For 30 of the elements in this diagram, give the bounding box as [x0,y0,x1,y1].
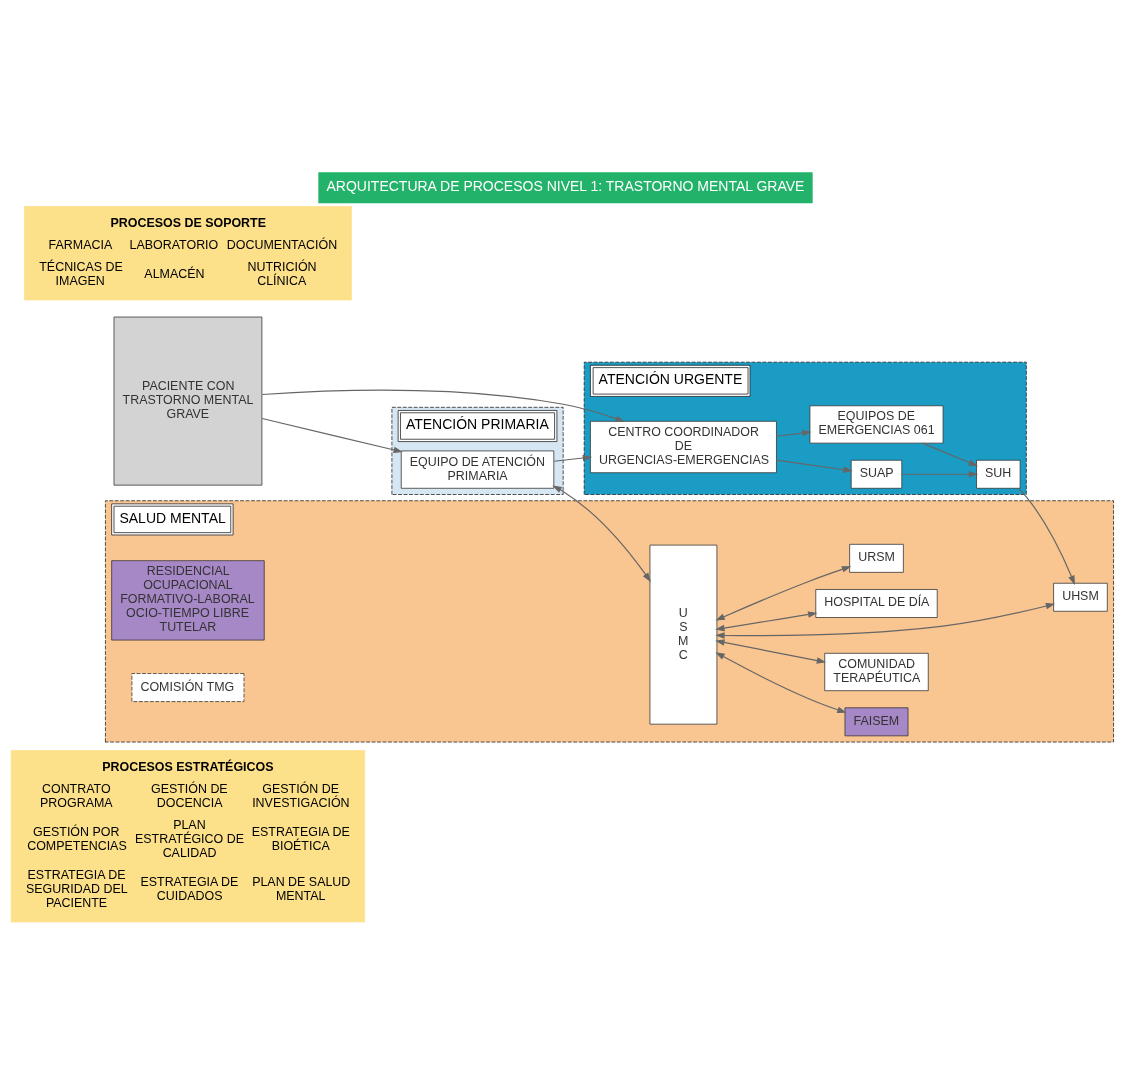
node-box: COMISIÓN TMG [131,673,245,702]
arrow [715,639,827,664]
node-box: CENTRO COORDINADOR DE URGENCIAS-EMERGENCIAS [590,420,777,474]
diagram-title: ARQUITECTURA DE PROCESOS NIVEL 1: TRASTORNO MENTAL GRAVE [326,178,805,195]
arrow [715,652,847,713]
arrow [553,454,593,462]
arrow [715,602,1056,639]
node-box: UHSM [1053,582,1108,612]
node-box: URSM [849,543,904,573]
node-box: SUAP [850,459,903,489]
arrow [261,389,625,422]
node-box: COMUNIDAD TERAPÉUTICA [824,652,929,692]
arrow [776,459,853,473]
node-box: SUH [976,459,1021,489]
arrow [715,611,818,632]
node-box: PROCESOS DE SOPORTE FARMACIA LABORATORIO DOCUMENTACIÓN TÉCNICAS DE IMAGEN ALMACÉN NUTRICIÓN CLÍNICA [24,206,352,301]
node-box: FAISEM [844,707,909,737]
arrow [1017,487,1075,585]
arrow [776,429,812,437]
node-box: HOSPITAL DE DÍA [815,589,938,618]
arrow [901,471,979,478]
node-box: EQUIPOS DE EMERGENCIAS 061 [809,405,944,444]
arrow [921,442,979,467]
node-box: PACIENTE CON TRASTORNO MENTAL GRAVE [113,316,263,486]
arrow [715,566,852,621]
node-box: EQUIPO DE ATENCIÓN PRIMARIA [400,450,555,489]
arrow [261,417,403,454]
node-box: U S M C [649,544,718,725]
node-box: RESIDENCIAL OCUPACIONAL FORMATIVO-LABORAL OCIO-TIEMPO LIBRE TUTELAR [111,560,265,641]
arrow [552,485,651,583]
